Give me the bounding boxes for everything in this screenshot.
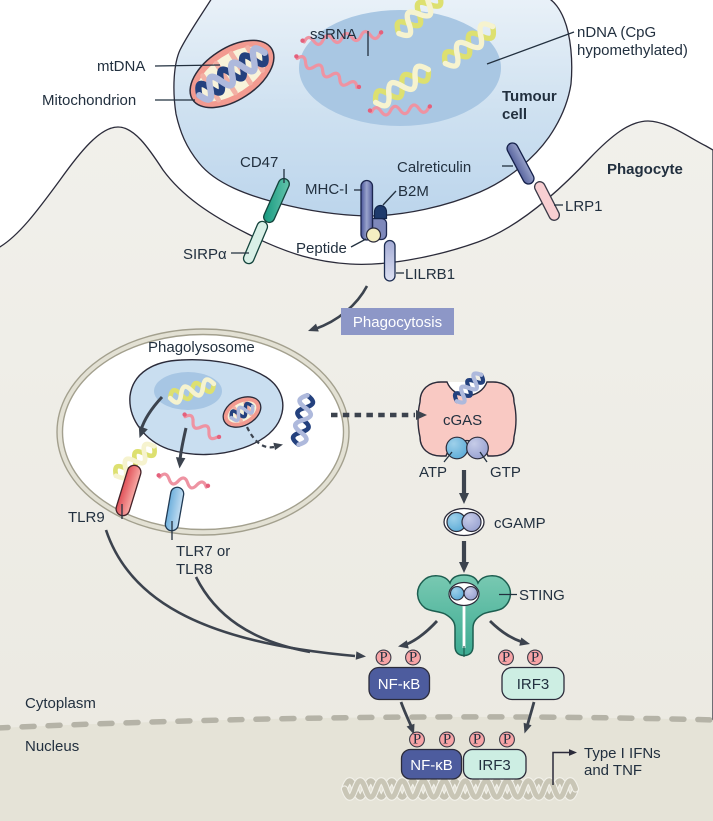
svg-text:Nucleus: Nucleus — [25, 738, 79, 755]
svg-text:CD47: CD47 — [240, 154, 278, 171]
svg-text:TLR8: TLR8 — [176, 561, 213, 578]
svg-text:TLR9: TLR9 — [68, 509, 105, 526]
svg-text:P: P — [531, 650, 539, 666]
svg-text:ssRNA: ssRNA — [310, 26, 357, 43]
svg-text:Phagocyte: Phagocyte — [607, 161, 683, 178]
svg-text:Tumour: Tumour — [502, 88, 557, 105]
svg-text:ATP: ATP — [419, 464, 447, 481]
svg-text:P: P — [413, 732, 421, 748]
svg-text:hypomethylated): hypomethylated) — [577, 42, 688, 59]
svg-text:TLR7 or: TLR7 or — [176, 543, 230, 560]
svg-text:Mitochondrion: Mitochondrion — [42, 92, 136, 109]
svg-text:P: P — [503, 732, 511, 748]
svg-text:STING: STING — [519, 587, 565, 604]
svg-text:B2M: B2M — [398, 183, 429, 200]
svg-text:Type I IFNs: Type I IFNs — [584, 745, 661, 762]
svg-text:nDNA (CpG: nDNA (CpG — [577, 24, 656, 41]
svg-text:Peptide: Peptide — [296, 240, 347, 257]
svg-text:cell: cell — [502, 106, 527, 123]
svg-text:Cytoplasm: Cytoplasm — [25, 695, 96, 712]
svg-text:NF-κB: NF-κB — [378, 676, 421, 693]
svg-text:P: P — [379, 650, 387, 666]
svg-text:NF-κB: NF-κB — [410, 757, 453, 774]
svg-text:Phagocytosis: Phagocytosis — [353, 314, 442, 331]
svg-text:P: P — [409, 650, 417, 666]
svg-text:cGAS: cGAS — [443, 412, 482, 429]
svg-text:Calreticulin: Calreticulin — [397, 159, 471, 176]
svg-text:mtDNA: mtDNA — [97, 58, 145, 75]
svg-text:cGAMP: cGAMP — [494, 515, 546, 532]
svg-text:MHC-I: MHC-I — [305, 181, 348, 198]
svg-text:Phagolysosome: Phagolysosome — [148, 339, 255, 356]
svg-text:IRF3: IRF3 — [517, 676, 550, 693]
svg-text:and TNF: and TNF — [584, 762, 642, 779]
svg-text:P: P — [443, 732, 451, 748]
svg-text:LRP1: LRP1 — [565, 198, 603, 215]
svg-text:SIRPα: SIRPα — [183, 246, 227, 263]
svg-text:LILRB1: LILRB1 — [405, 266, 455, 283]
svg-text:P: P — [473, 732, 481, 748]
svg-text:GTP: GTP — [490, 464, 521, 481]
svg-text:IRF3: IRF3 — [478, 757, 511, 774]
svg-text:P: P — [502, 650, 510, 666]
